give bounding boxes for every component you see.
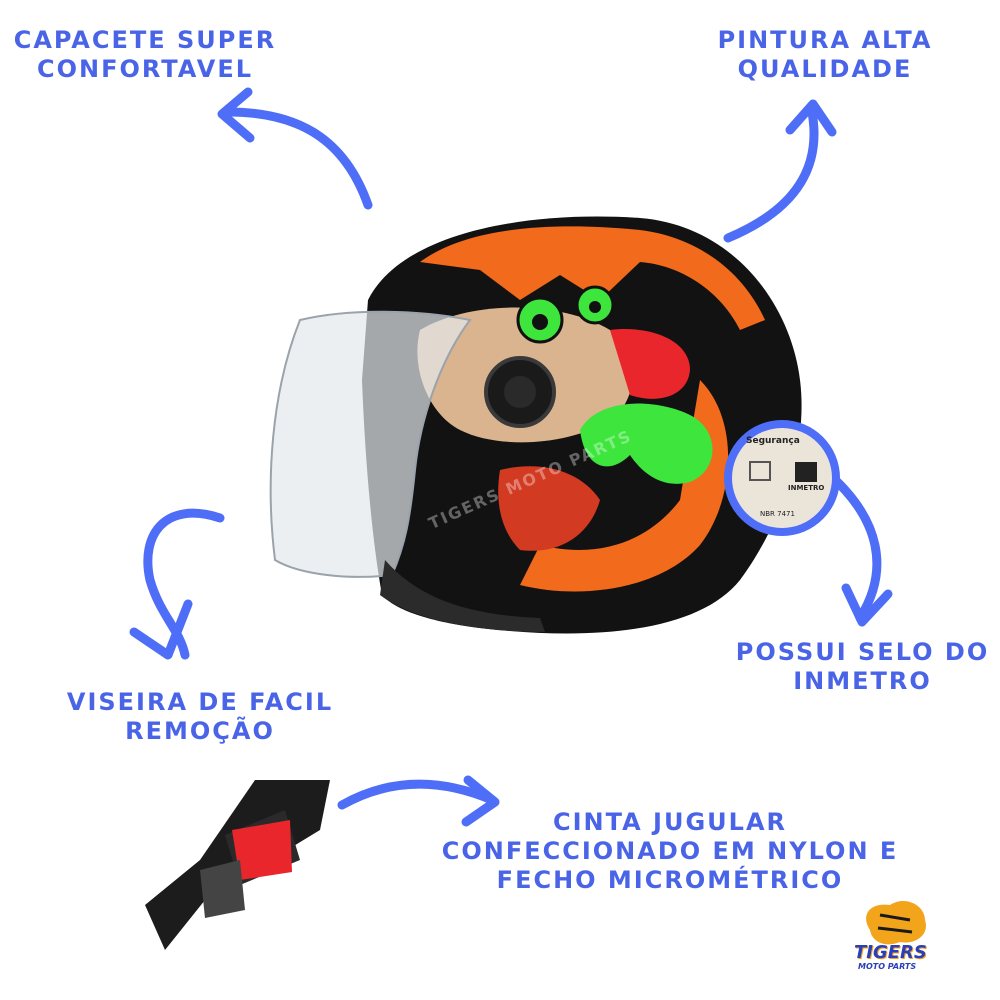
logo-sub: MOTO PARTS bbox=[858, 962, 917, 971]
logo-name: TIGERS bbox=[854, 942, 927, 963]
callout-seal: POSSUI SELO DO INMETRO bbox=[735, 638, 990, 696]
callout-visor-line1: VISEIRA DE FACIL bbox=[66, 688, 334, 716]
helmet-image bbox=[269, 216, 802, 634]
callout-comfort-line1: CAPACETE SUPER bbox=[13, 26, 277, 54]
seal-standard: NBR 7471 bbox=[760, 510, 795, 518]
callout-seal-line1: POSSUI SELO DO bbox=[735, 638, 990, 666]
buckle-image bbox=[145, 780, 330, 950]
callout-strap-line3: FECHO MICROMÉTRICO bbox=[496, 866, 844, 894]
seal-heading: Segurança bbox=[746, 436, 800, 446]
callout-strap: CINTA JUGULAR CONFECCIONADO EM NYLON E F… bbox=[440, 808, 900, 895]
callout-visor: VISEIRA DE FACIL REMOÇÃO bbox=[65, 688, 335, 746]
seal-icon bbox=[724, 420, 840, 536]
callout-seal-line2: INMETRO bbox=[793, 667, 932, 695]
callout-strap-line2: CONFECCIONADO EM NYLON E bbox=[441, 837, 899, 865]
callout-paint-line2: QUALIDADE bbox=[737, 55, 913, 83]
callout-visor-line2: REMOÇÃO bbox=[125, 717, 275, 745]
arrow-icon bbox=[337, 775, 500, 827]
callout-paint: PINTURA ALTA QUALIDADE bbox=[715, 26, 935, 84]
arrow-icon bbox=[723, 99, 837, 243]
arrow-icon bbox=[129, 508, 225, 660]
seal-mark: INMETRO bbox=[788, 484, 825, 492]
callout-comfort: CAPACETE SUPER CONFORTAVEL bbox=[10, 26, 280, 84]
tiger-logo-icon bbox=[866, 900, 926, 945]
arrow-icon bbox=[217, 87, 373, 210]
callout-strap-line1: CINTA JUGULAR bbox=[552, 808, 788, 836]
callout-paint-line1: PINTURA ALTA bbox=[717, 26, 933, 54]
callout-comfort-line2: CONFORTAVEL bbox=[36, 55, 253, 83]
arrow-icon bbox=[825, 470, 893, 627]
